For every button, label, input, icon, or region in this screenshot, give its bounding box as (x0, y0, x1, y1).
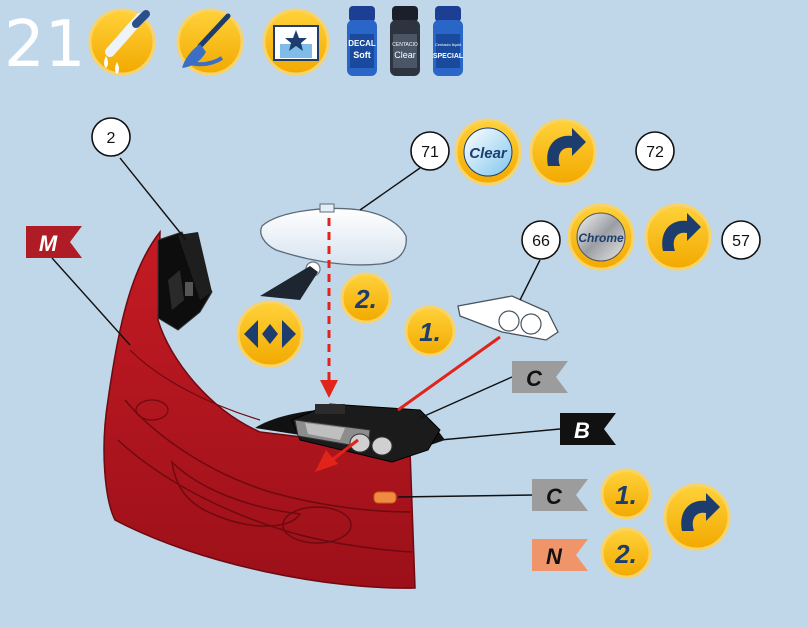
color-flag-c-bottom: C (532, 479, 588, 511)
svg-text:C: C (526, 366, 543, 391)
special-bottle-label-1: Centacio liquid (435, 42, 461, 47)
special-bottle-icon: Centacio liquid SPECIAL (433, 6, 464, 76)
paint-brush-icon (178, 10, 242, 74)
side-marker-lens (374, 492, 396, 503)
special-bottle-label-2: SPECIAL (433, 53, 464, 60)
clear-finish-badge: Clear (456, 120, 520, 184)
decal-soft-bottle-label-1: DECAL (348, 39, 376, 48)
rotate-arrow-icon (646, 205, 710, 269)
clear-bottle-icon: CENTACIO Clear (390, 6, 420, 76)
decal-soft-bottle-label-2: Soft (353, 50, 371, 60)
part-number-57: 57 (722, 221, 760, 259)
svg-text:1.: 1. (419, 317, 441, 347)
clear-bottle-label-1: CENTACIO (392, 42, 418, 48)
order-badge-1-top: 1. (406, 307, 454, 355)
step-number: 21 (4, 8, 85, 82)
part-number-66: 66 (522, 221, 560, 259)
color-flag-n: N (532, 539, 588, 571)
detail-pointer-cone (260, 266, 318, 300)
rotate-arrow-icon (531, 120, 595, 184)
glue-drop-icon (90, 10, 154, 74)
chrome-reflector-part (458, 296, 558, 340)
rotate-arrow-icon (665, 485, 729, 549)
clear-bottle-label-2: Clear (394, 50, 416, 60)
decal-soft-bottle-icon: DECAL Soft (347, 6, 377, 76)
decal-water-icon (264, 10, 328, 74)
color-flag-b: B (560, 413, 616, 445)
svg-text:66: 66 (532, 233, 550, 250)
svg-text:2.: 2. (354, 284, 377, 314)
svg-text:71: 71 (421, 144, 439, 161)
svg-text:57: 57 (732, 233, 750, 250)
svg-text:M: M (39, 231, 58, 256)
svg-text:Clear: Clear (469, 145, 508, 162)
order-badge-2-bottom: 2. (602, 529, 650, 577)
chrome-finish-badge: Chrome (569, 205, 633, 269)
svg-text:2.: 2. (614, 539, 637, 569)
part-number-72: 72 (636, 132, 674, 170)
clear-headlight-cover (261, 204, 406, 265)
snap-fit-icon (238, 302, 302, 366)
svg-text:B: B (574, 418, 590, 443)
svg-text:1.: 1. (615, 480, 637, 510)
order-badge-1-bottom: 1. (602, 470, 650, 518)
svg-text:N: N (546, 544, 563, 569)
svg-text:2: 2 (107, 130, 116, 147)
svg-text:C: C (546, 484, 563, 509)
svg-text:Chrome: Chrome (578, 231, 624, 245)
color-flag-c-top: C (512, 361, 568, 393)
part-number-2: 2 (92, 118, 130, 156)
color-flag-m: M (26, 226, 82, 258)
svg-text:72: 72 (646, 144, 664, 161)
order-badge-2-top: 2. (342, 274, 390, 322)
part-number-71: 71 (411, 132, 449, 170)
